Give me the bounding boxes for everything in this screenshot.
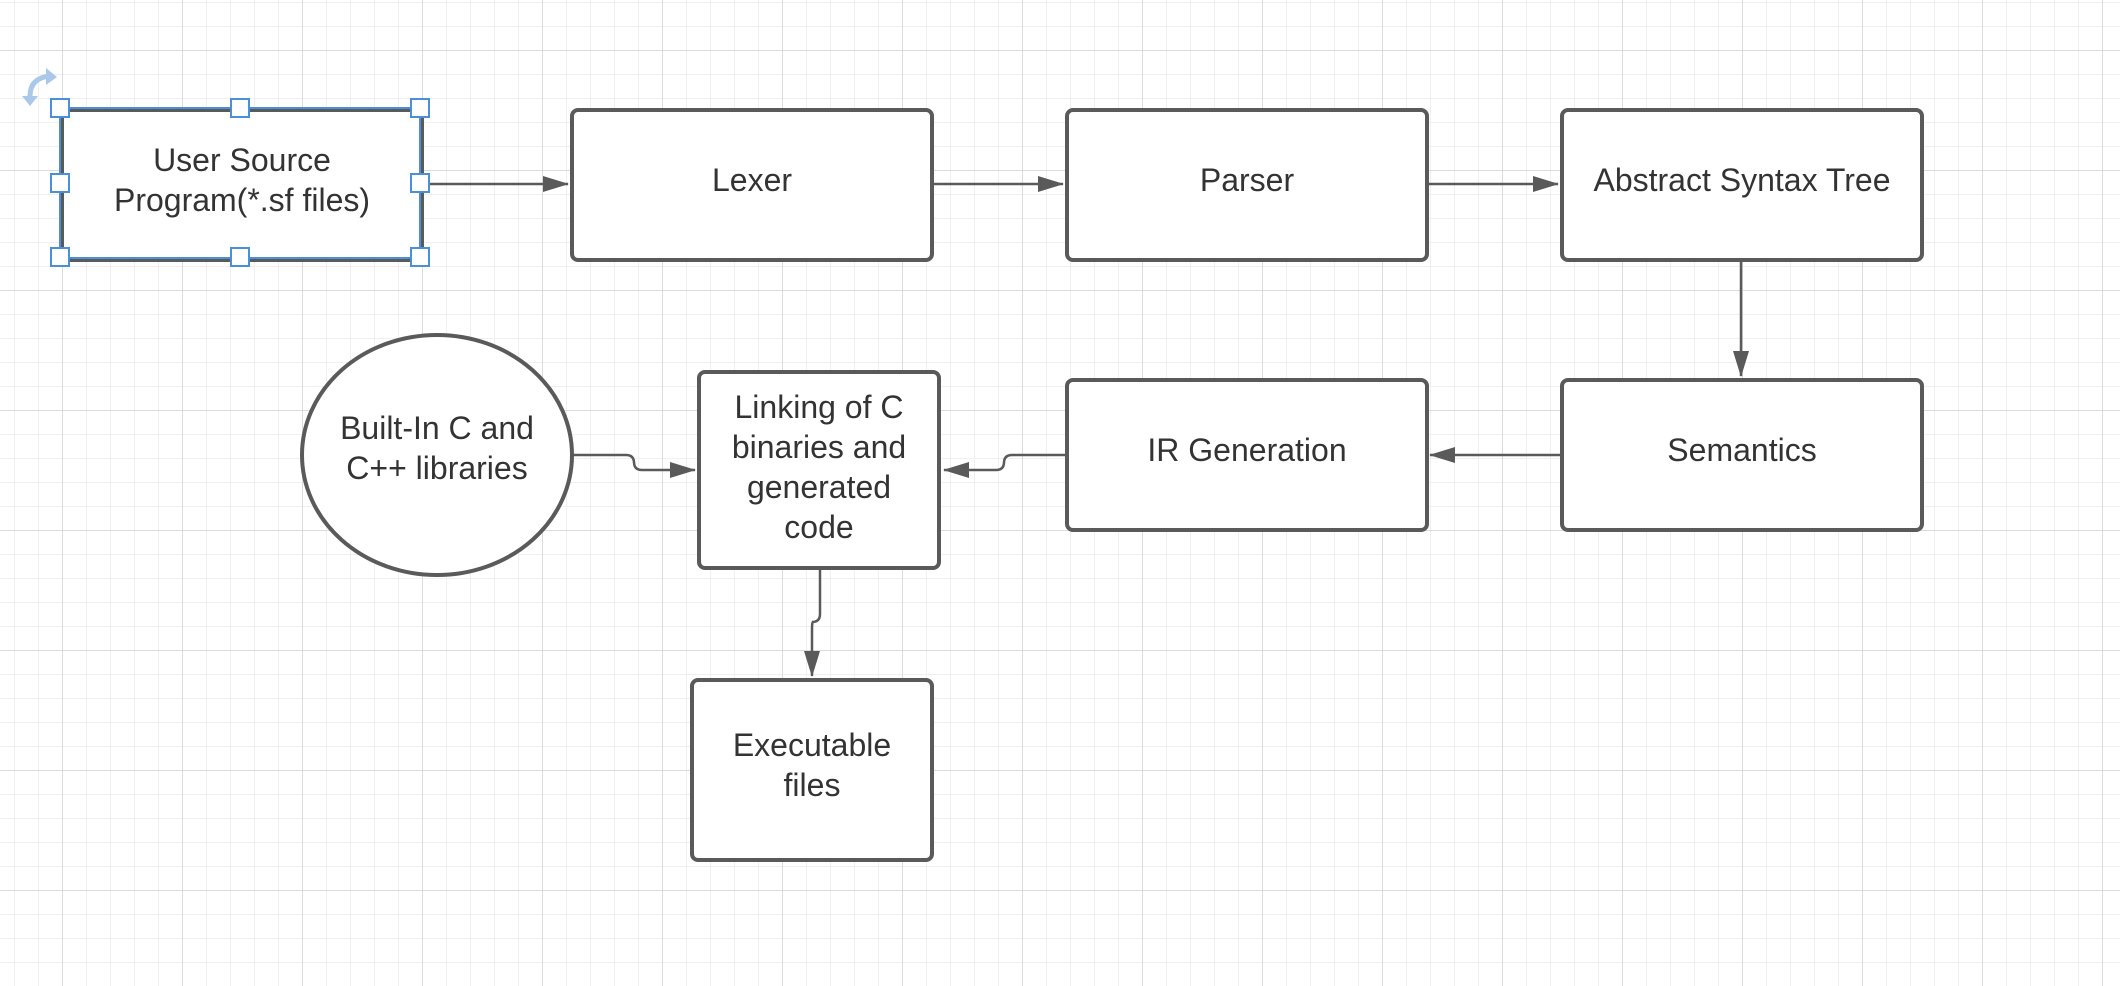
- rotate-handle-icon[interactable]: [22, 68, 57, 106]
- node-semantics-label: Semantics: [1667, 432, 1817, 468]
- resize-handle-bottom-right[interactable]: [410, 247, 430, 267]
- node-semantics-shape[interactable]: [1560, 378, 1924, 532]
- resize-handle-bottom-left[interactable]: [50, 247, 70, 267]
- resize-handle-top-center[interactable]: [230, 98, 250, 118]
- node-user-source-label: User Source Program(*.sf files): [113, 142, 371, 218]
- node-lexer-shape[interactable]: [570, 108, 934, 262]
- node-ast-label: Abstract Syntax Tree: [1593, 162, 1891, 198]
- selection-overlay: [22, 68, 430, 267]
- node-builtin-libs-label: Built-In C and C++ libraries: [340, 409, 534, 486]
- node-executable-label: Executable files: [732, 727, 892, 803]
- resize-handle-middle-left[interactable]: [50, 173, 70, 193]
- node-parser-shape[interactable]: [1065, 108, 1429, 262]
- node-linking-shape[interactable]: [697, 370, 941, 570]
- connectors: [424, 176, 1749, 677]
- node-linking-label: Linking of C binaries and generated code: [731, 389, 907, 545]
- node-ir-generation-shape[interactable]: [1065, 378, 1429, 532]
- node-ir-generation-label: IR Generation: [1147, 432, 1347, 468]
- node-executable-shape[interactable]: [690, 678, 934, 862]
- resize-handle-bottom-center[interactable]: [230, 247, 250, 267]
- node-lexer-label: Lexer: [711, 162, 793, 198]
- connector-builtin-to-linking[interactable]: [573, 453, 696, 478]
- node-ast-shape[interactable]: [1560, 108, 1924, 262]
- node-parser-label: Parser: [1199, 162, 1295, 198]
- nodes: [60, 108, 1924, 862]
- resize-handle-top-right[interactable]: [410, 98, 430, 118]
- connector-linking-to-executable[interactable]: [804, 570, 822, 677]
- resize-handle-top-left[interactable]: [50, 98, 70, 118]
- node-builtin-libs-shape[interactable]: [300, 333, 574, 577]
- resize-handle-middle-right[interactable]: [410, 173, 430, 193]
- connector-ir-to-linking[interactable]: [943, 453, 1066, 478]
